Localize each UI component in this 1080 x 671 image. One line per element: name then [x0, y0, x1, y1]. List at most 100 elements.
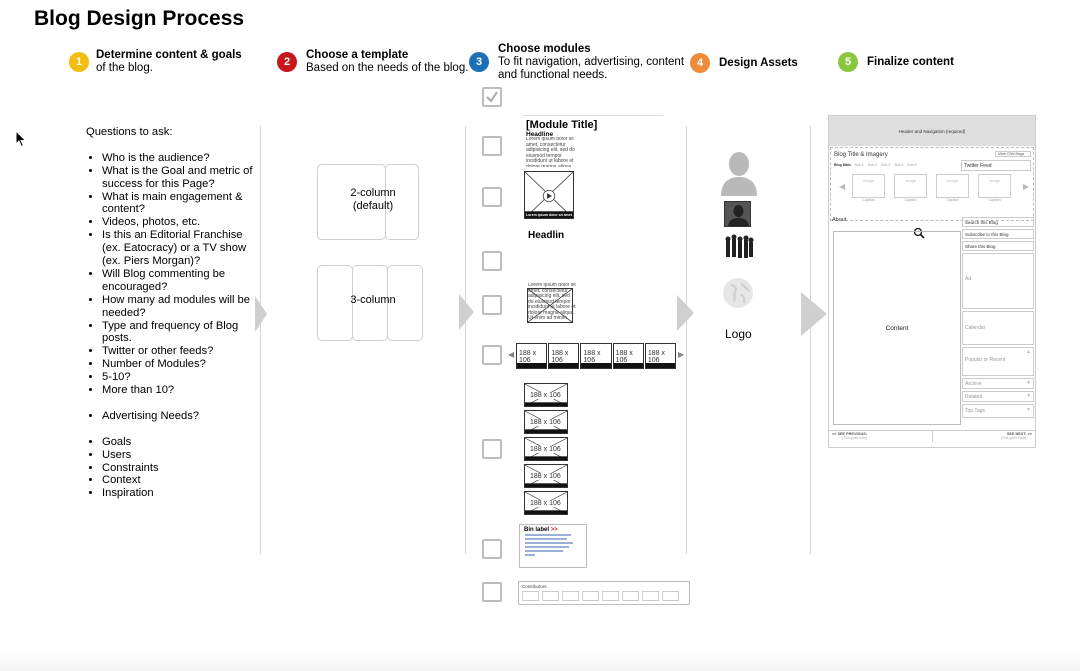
mock-subscribe-blog[interactable]: Subscribe to this Blog [962, 229, 1034, 239]
step-3-title: Choose modules [498, 43, 591, 55]
step-3-header: Choose modules To fit navigation, advert… [498, 43, 684, 82]
mock-calendar: Calendar [962, 311, 1034, 345]
module-checkbox-story[interactable] [482, 295, 502, 315]
template-3col-label: 3-column [350, 294, 396, 306]
mock-title-area: Blog Title & Imagery More CNN Blogs Twit… [830, 147, 1034, 239]
mock-image-item: Image Caption [936, 174, 969, 202]
carousel-thumb: 188 x 106 [612, 343, 644, 369]
list-item: Goals [102, 436, 256, 449]
mock-archive[interactable]: Archive ▼ [962, 378, 1034, 389]
step-2-title: Choose a template [306, 49, 409, 61]
list-item: How many ad modules will be needed? [102, 294, 256, 320]
thumb-label: 188 x 106 [583, 350, 611, 364]
step-1-header: Determine content & goals of the blog. [96, 49, 242, 75]
step-3-desc-2: and functional needs. [498, 69, 608, 81]
divider-4 [810, 126, 811, 554]
module-video [524, 171, 574, 219]
mock-subnav-item[interactable]: Sub 2 [867, 163, 878, 167]
mock-share-blog[interactable]: Share this Blog [962, 241, 1034, 251]
step-2-header: Choose a template Based on the needs of … [306, 49, 468, 75]
step-2-desc: Based on the needs of the blog. [306, 62, 469, 74]
mock-prev-hint: [This goes here] [842, 436, 868, 440]
bin-list-lines [525, 534, 573, 556]
module-contributors: Contributors [518, 581, 690, 605]
thumb-label: 188 x 106 [530, 446, 561, 453]
module-checkbox-carousel[interactable] [482, 345, 502, 365]
logo-label: Logo [725, 327, 752, 341]
mock-image-row: Image Caption Image Caption Image Captio… [852, 174, 1011, 202]
mock-subnav-item[interactable]: Sub 3 [881, 163, 891, 167]
crowd-icon [725, 234, 754, 258]
mock-see-next[interactable]: SEE NEXT: >> [This goes here] [933, 431, 1036, 442]
thumb-label: 188 x 106 [530, 473, 561, 480]
profile-photo-icon [724, 201, 751, 227]
mock-see-previous[interactable]: << SEE PREVIOUS: [This goes here] [829, 431, 933, 442]
bin-label-text: Bin label [524, 527, 550, 533]
mock-subnav-item[interactable]: Sub 5 [907, 163, 917, 167]
divider-3 [686, 126, 687, 554]
thumb-label: 188 x 106 [647, 350, 676, 364]
module-story-text: Lorem ipsum dolor sit amet, consectetur … [528, 283, 576, 321]
mock-archive-label: Archive [965, 381, 982, 387]
mock-more-blogs[interactable]: More CNN Blogs [995, 151, 1031, 157]
image-placeholder-icon [528, 289, 572, 322]
step-1-title: Determine content & goals [96, 49, 242, 61]
module-checkbox-contributors[interactable] [482, 582, 502, 602]
mock-image-item: Image Caption [852, 174, 885, 202]
module-checkbox-checked[interactable] [482, 87, 502, 107]
chevron-down-icon: ▼ [1026, 380, 1031, 386]
module-checkbox-stack[interactable] [482, 439, 502, 459]
bin-label-arrows: >> [550, 527, 558, 533]
mock-image: Image [936, 174, 969, 198]
module-checkbox-image[interactable] [482, 251, 502, 271]
thumb-label: 188 x 106 [530, 419, 561, 426]
mock-carousel-right-icon[interactable]: ▶ [1022, 182, 1029, 191]
template-2col-main [317, 164, 386, 240]
stack-thumb: 188 x 106 [524, 437, 568, 461]
mock-blog-title: Blog Title & Imagery [834, 152, 888, 158]
carousel-right-icon[interactable]: ▶ [678, 350, 685, 359]
divider-1 [260, 126, 261, 554]
thumb-label: 188 x 106 [530, 392, 561, 399]
module-title: [Module Title] [526, 119, 598, 131]
list-item: Who is the audience? [102, 152, 256, 165]
list-item: Inspiration [102, 487, 256, 500]
module-checkbox-text[interactable] [482, 136, 502, 156]
module-checkbox-video[interactable] [482, 187, 502, 207]
checkmark-icon [486, 91, 498, 103]
page-title: Blog Design Process [34, 7, 245, 30]
thumb-label: 188 x 106 [530, 500, 561, 507]
step-1-desc: of the blog. [96, 62, 153, 74]
module-checkbox-bin[interactable] [482, 539, 502, 559]
stack-thumb: 188 x 106 [524, 383, 568, 407]
flow-arrow-2 [459, 294, 474, 330]
inputs-list: Goals Users Constraints Context Inspirat… [86, 436, 256, 501]
mock-related[interactable]: Related ▼ [962, 391, 1034, 402]
mock-subnav-main[interactable]: Blog Main [834, 163, 851, 167]
module-bin: Bin label >> [519, 524, 587, 568]
list-item: Constraints [102, 462, 256, 475]
scroll-up-icon[interactable]: ▲ [1026, 349, 1031, 355]
template-2col-line1: 2-column [350, 187, 396, 199]
mock-next-label: SEE NEXT: >> [1006, 432, 1032, 436]
module-top-rule [523, 115, 663, 116]
list-item: What is the Goal and metric of success f… [102, 165, 256, 191]
mock-search-blog[interactable]: Search this Blog [962, 217, 1034, 227]
template-2col-line2: (default) [352, 200, 394, 212]
contributors-row [519, 589, 689, 601]
template-3col-left [317, 265, 353, 341]
carousel-thumb: 188 x 106 [548, 343, 580, 369]
mock-carousel-left-icon[interactable]: ◀ [839, 182, 846, 191]
thumb-label: 188 x 106 [615, 350, 643, 364]
list-item: Will Blog commenting be encouraged? [102, 268, 256, 294]
mock-subnav-item[interactable]: Sub 1 [854, 163, 864, 167]
list-item: Videos, photos, etc. [102, 216, 256, 229]
carousel-thumb: 188 x 106 [580, 343, 612, 369]
carousel-left-icon[interactable]: ◀ [508, 350, 515, 359]
mock-top-tags[interactable]: Top Tags ▼ [962, 404, 1034, 418]
list-item: 5-10? [102, 371, 256, 384]
questions-heading: Questions to ask: [86, 126, 173, 138]
mock-header-nav-label: Header and Navigation (required) [898, 128, 966, 134]
mock-subnav-item[interactable]: Sub 4 [894, 163, 904, 167]
cursor-icon [15, 130, 27, 148]
